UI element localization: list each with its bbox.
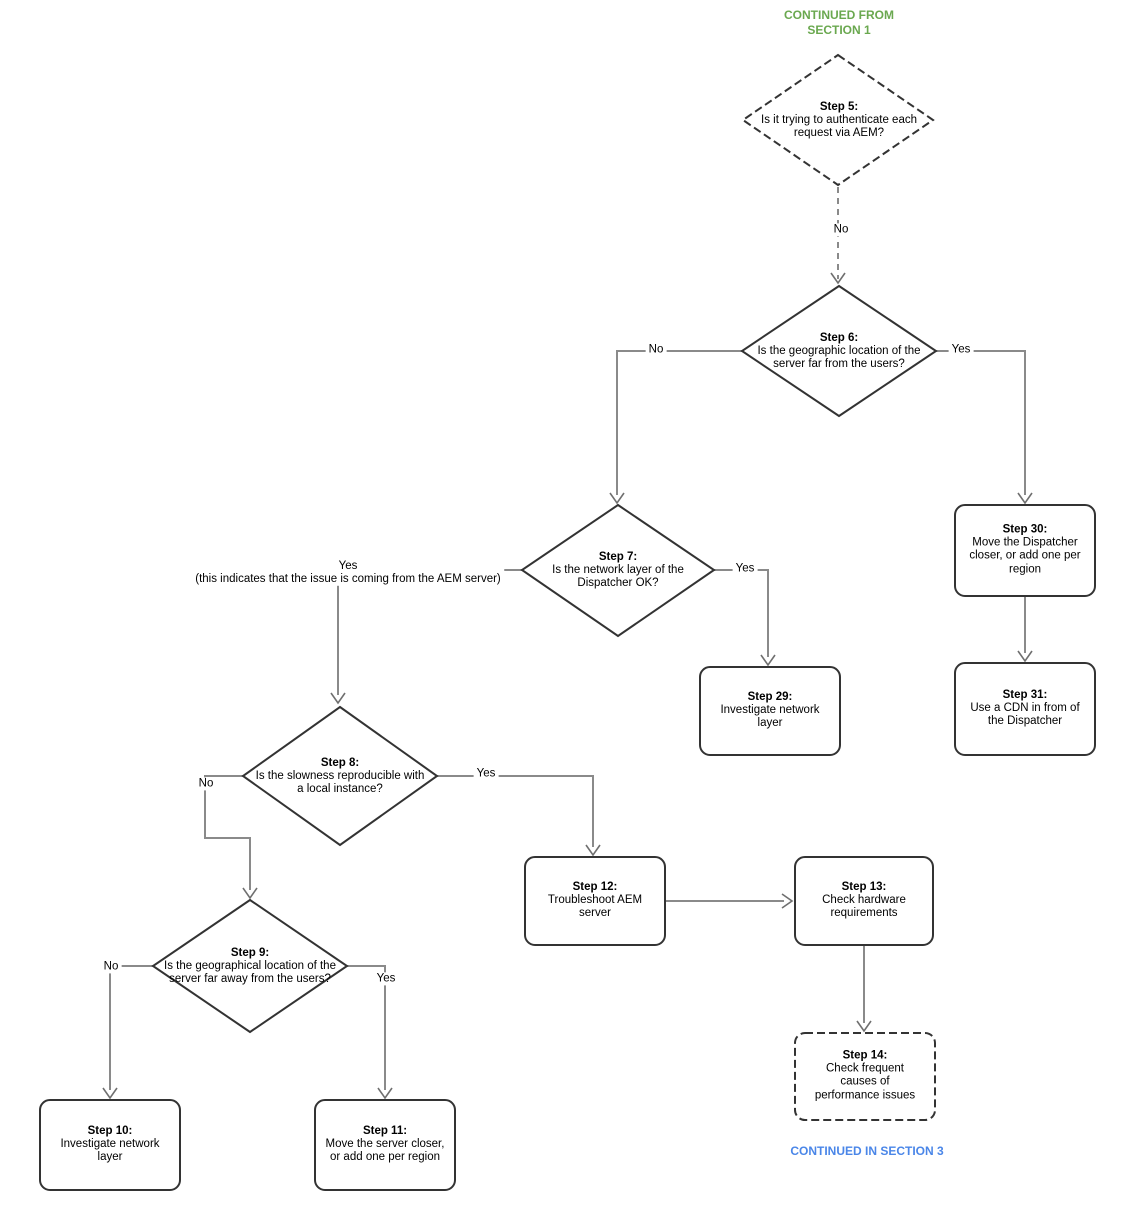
node-step7-question: Is the network layer of the Dispatcher O… bbox=[552, 564, 684, 590]
edge-label-step8-yes: Yes bbox=[473, 767, 499, 781]
process-step12 bbox=[524, 856, 666, 946]
process-step10 bbox=[39, 1099, 181, 1191]
edge-step6-step7 bbox=[609, 350, 742, 505]
node-step5-text: Step 5: Is it trying to authenticate eac… bbox=[748, 101, 930, 141]
edge-step12-step13 bbox=[665, 893, 794, 909]
node-step5-title: Step 5: bbox=[819, 101, 859, 114]
edge-step9-step10 bbox=[102, 965, 153, 1100]
continued-from-section-label: CONTINUED FROM SECTION 1 bbox=[784, 8, 894, 37]
edge-step7-step8 bbox=[330, 569, 522, 705]
node-step13-title: Step 13: bbox=[841, 881, 887, 894]
edge-label-step5-no: No bbox=[830, 223, 852, 237]
node-step31-title: Step 31: bbox=[1002, 689, 1048, 702]
node-step12-text: Step 12: Troubleshoot AEM server bbox=[542, 881, 648, 921]
decision-step5 bbox=[741, 53, 935, 187]
process-step30 bbox=[954, 504, 1096, 597]
edge-step13-step14 bbox=[856, 945, 872, 1033]
decision-step6 bbox=[740, 284, 938, 418]
node-step29-action: Investigate network layer bbox=[720, 704, 820, 730]
edge-label-step9-yes: Yes bbox=[373, 972, 399, 986]
node-step9-text: Step 9: Is the geographical location of … bbox=[162, 947, 338, 987]
edge-label-step6-no: No bbox=[645, 343, 667, 357]
edge-step6-step30 bbox=[936, 350, 1033, 505]
decision-step8 bbox=[241, 705, 439, 847]
edge-step8-step9 bbox=[204, 775, 258, 900]
node-step8-title: Step 8: bbox=[320, 757, 360, 770]
edge-label-step9-no: No bbox=[100, 960, 122, 974]
node-step12-title: Step 12: bbox=[572, 881, 618, 894]
node-step5-question: Is it trying to authenticate each reques… bbox=[761, 114, 917, 140]
edge-step9-step11 bbox=[347, 965, 393, 1100]
edge-label-step7-note: (this indicates that the issue is coming… bbox=[195, 573, 501, 585]
edge-label-step7-yes-word: Yes bbox=[338, 559, 358, 572]
node-step10-action: Investigate network layer bbox=[60, 1138, 160, 1164]
node-step9-title: Step 9: bbox=[230, 947, 270, 960]
node-step14-text: Step 14: Check frequent causes of perfor… bbox=[812, 1050, 918, 1103]
decision-step9 bbox=[151, 898, 349, 1034]
node-step6-title: Step 6: bbox=[819, 332, 859, 345]
node-step29-title: Step 29: bbox=[747, 691, 793, 704]
node-step14-title: Step 14: bbox=[842, 1049, 888, 1062]
node-step30-title: Step 30: bbox=[1002, 523, 1048, 536]
edge-label-step8-no: No bbox=[195, 777, 217, 791]
process-step29 bbox=[699, 666, 841, 756]
edge-label-step6-yes: Yes bbox=[948, 343, 974, 357]
node-step31-action: Use a CDN in from of the Dispatcher bbox=[970, 702, 1080, 728]
node-step13-text: Step 13: Check hardware requirements bbox=[814, 881, 914, 921]
node-step10-title: Step 10: bbox=[87, 1125, 133, 1138]
node-step13-action: Check hardware requirements bbox=[822, 894, 906, 920]
continued-in-section-label: CONTINUED IN SECTION 3 bbox=[790, 1144, 944, 1158]
edge-step30-step31 bbox=[1017, 596, 1033, 663]
node-step7-text: Step 7: Is the network layer of the Disp… bbox=[538, 551, 698, 591]
edge-step7-step29 bbox=[714, 569, 776, 667]
node-step30-text: Step 30: Move the Dispatcher closer, or … bbox=[965, 524, 1085, 577]
process-step11 bbox=[314, 1099, 456, 1191]
process-step14 bbox=[794, 1032, 936, 1121]
node-step12-action: Troubleshoot AEM server bbox=[547, 894, 643, 920]
edge-label-step7-yes: Yes bbox=[732, 562, 758, 576]
node-step7-title: Step 7: bbox=[598, 551, 638, 564]
node-step11-text: Step 11: Move the server closer, or add … bbox=[325, 1125, 445, 1165]
node-step14-action: Check frequent causes of performance iss… bbox=[814, 1062, 916, 1102]
node-step6-question: Is the geographic location of the server… bbox=[757, 345, 921, 371]
node-step11-action: Move the server closer, or add one per r… bbox=[325, 1138, 445, 1164]
node-step11-title: Step 11: bbox=[362, 1125, 408, 1138]
edge-label-step7-yes-note: Yes (this indicates that the issue is co… bbox=[192, 559, 504, 587]
decision-step7 bbox=[520, 503, 716, 638]
node-step30-action: Move the Dispatcher closer, or add one p… bbox=[969, 536, 1081, 576]
node-step31-text: Step 31: Use a CDN in from of the Dispat… bbox=[966, 689, 1084, 729]
process-step31 bbox=[954, 662, 1096, 756]
node-step9-question: Is the geographical location of the serv… bbox=[164, 960, 336, 986]
node-step6-text: Step 6: Is the geographic location of th… bbox=[744, 332, 934, 372]
node-step10-text: Step 10: Investigate network layer bbox=[54, 1125, 166, 1165]
node-step29-text: Step 29: Investigate network layer bbox=[714, 691, 826, 731]
node-step8-text: Step 8: Is the slowness reproducible wit… bbox=[252, 757, 428, 797]
edge-step8-step12 bbox=[437, 775, 601, 857]
process-step13 bbox=[794, 856, 934, 946]
node-step8-question: Is the slowness reproducible with a loca… bbox=[255, 770, 425, 796]
